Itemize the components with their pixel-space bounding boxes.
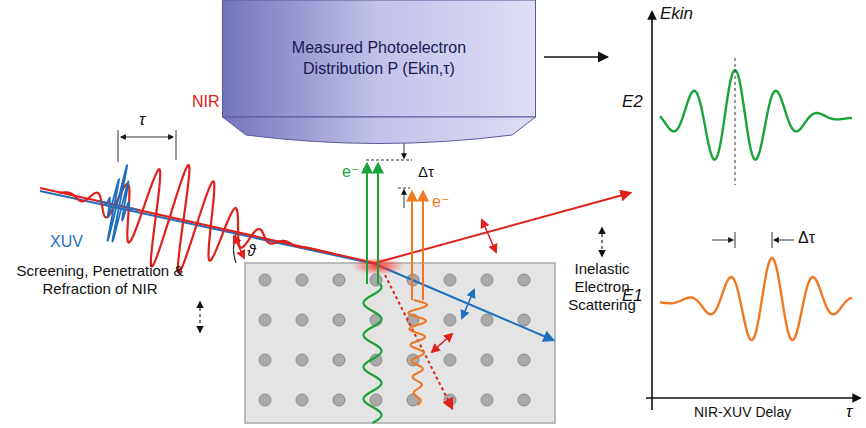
lattice-atom [444,274,456,286]
lattice-atom [481,394,493,406]
electron-arrow [422,192,424,300]
tau-tick [176,130,177,160]
delay-label: τ [139,110,145,130]
lattice-atom [333,314,345,326]
lattice-atom [259,394,271,406]
electron-waves [364,284,428,423]
penetrating-field-arrow [385,275,452,408]
angle-label: ϑ [247,241,256,260]
lattice-atom [481,274,493,286]
axis-label: NIR-XUV Delay [694,404,791,420]
electron-label: e⁻ [342,162,359,181]
lattice-atom [481,354,493,366]
nir-pulse [59,165,332,272]
electron-arrow [366,164,368,284]
green-electron-wave [364,284,382,423]
lattice-atom [518,394,530,406]
delay-label: Δτ [418,163,434,181]
peak-guide [735,58,736,185]
lattice-atom [259,274,271,286]
electron-arrow [411,192,413,300]
delay-arrow [774,240,794,241]
spectrogram-trace [660,258,852,340]
lattice-atom [296,274,308,286]
electron-arrow [377,164,379,284]
light-pulses [59,164,332,272]
process-note: Inelastic Electron Scattering [558,260,646,314]
lattice-atom [370,394,382,406]
delay-arrow [712,240,733,241]
electron-label: e⁻ [432,192,449,211]
dashed-double-arrow [199,302,200,332]
lattice-atom [259,314,271,326]
spectrogram-plot: EkinE2E1ΔτNIR-XUV Delayτ [610,0,866,428]
lattice-atom [296,314,308,326]
lattice-atom [518,354,530,366]
lattice-atom [296,354,308,366]
polarization-arrow [462,290,474,318]
lattice-atom [333,274,345,286]
xuv-pulse [99,164,138,242]
tau-arrow [121,137,173,138]
axis-label: Ekin [660,4,693,24]
crystal-slab [245,263,555,423]
beam-label: XUV [50,232,83,251]
orange-electron-wave [408,300,427,405]
lattice-atom [444,314,456,326]
flow-arrow [544,56,608,58]
detector-lens [223,117,536,144]
tau-tick [118,130,119,162]
energy-axis [651,12,653,410]
spectrogram-trace [660,70,852,160]
detector-box: Measured Photoelectron Distribution P (E… [222,0,536,145]
spectrogram-traces [660,70,852,340]
delay-tick [735,232,736,248]
lattice-atom [481,314,493,326]
lattice-atom [444,354,456,366]
lattice-atom [333,354,345,366]
lattice-atom [518,274,530,286]
delay-arrow [404,190,405,208]
lattice-atoms [259,274,530,406]
delay-axis [646,397,860,399]
lattice-atom [296,394,308,406]
energy-level: E2 [622,92,643,112]
lattice-atom [333,394,345,406]
beam-label: NIR [192,92,220,111]
axis-label: τ [846,402,852,422]
lattice-atom [259,354,271,366]
xuv-refracted-beam [375,264,553,340]
polarization-arrow [432,334,452,352]
delay-guide [366,160,412,161]
nir-reflected-beam [375,193,630,263]
polarization-arrow [482,220,496,252]
polarization-arrow [234,236,244,258]
delay-guide [398,188,410,189]
process-note: Screening, Penetration & Refraction of N… [6,262,194,298]
delay-tick [772,232,773,248]
dashed-double-arrow [601,228,602,256]
detector-label: Measured Photoelectron Distribution P (E… [277,38,482,80]
detector-body [223,0,536,117]
lattice-atom [518,314,530,326]
detector-text-area: Measured Photoelectron Distribution P (E… [222,0,536,117]
delay-label: Δτ [798,229,815,247]
